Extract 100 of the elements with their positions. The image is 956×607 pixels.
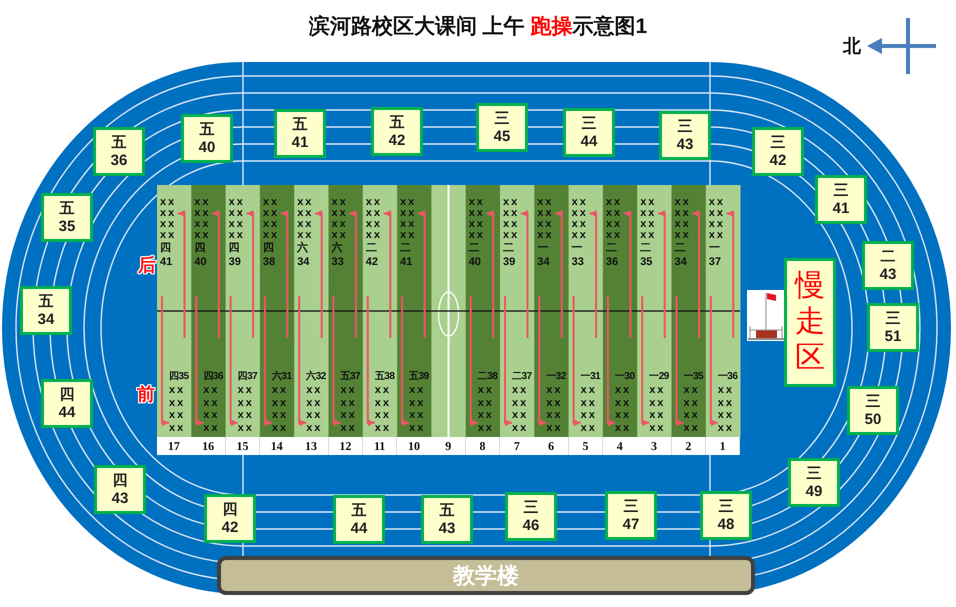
column-number-cell: 11 [362,437,398,455]
formation-marks: xx xx xx xx [332,197,349,241]
class-box: 三51 [867,303,919,352]
formation-marks: xx xx xx xx [272,384,290,434]
class-label: 一36 [718,370,738,383]
class-label: 二40 [468,241,482,269]
route-arrow [692,210,700,338]
route-arrow [658,210,666,338]
formation-marks: xx xx xx xx [238,384,255,434]
route-arrow [470,296,478,426]
class-label: 二37 [512,370,532,383]
class-label: 五38 [374,370,394,383]
formation-marks: xx xx xx xx [708,197,726,241]
class-box: 三49 [788,458,840,507]
class-box: 三44 [563,108,615,157]
formation-marks: xx xx xx xx [228,197,246,241]
class-label: 六34 [297,241,310,269]
class-label: 四36 [203,370,223,383]
formation-marks: xx xx xx xx [606,197,624,241]
route-arrow [710,296,718,426]
formation-marks: xx xx xx xx [468,197,486,241]
class-label: 四35 [169,370,189,383]
route-arrow [195,296,204,426]
class-box: 三47 [605,491,657,540]
class-box: 五43 [421,495,473,544]
formation-marks: xx xx xx xx [478,384,495,434]
route-arrow [332,296,340,426]
formation-marks: xx xx xx xx [409,384,426,434]
route-arrow [298,296,306,426]
column-number-cell: 4 [602,437,638,455]
formation-marks: xx xx xx xx [306,384,324,434]
class-box: 五42 [371,107,423,156]
column-number-cell: 2 [672,437,706,455]
class-box: 四44 [41,379,93,428]
building-box: 教学楼 [217,556,755,595]
column-number-cell: 8 [466,437,500,455]
route-arrow [486,210,494,338]
column-number-cell: 16 [191,437,226,455]
formation-marks: xx xx xx xx [640,197,658,241]
column-number-cell: 13 [294,437,329,455]
class-label: 六31 [272,370,292,383]
route-arrow [572,296,581,426]
class-label: 四39 [228,241,242,269]
class-box: 五35 [41,193,93,242]
route-arrow [401,296,410,426]
formation-marks: xx xx xx xx [580,384,598,434]
class-label: 四41 [160,241,174,269]
class-box: 五40 [181,114,233,163]
formation-marks: xx xx xx xx [674,197,692,241]
zone-box: 慢走区 [784,258,836,387]
class-label: 二34 [674,241,688,269]
route-arrow [178,210,186,338]
class-label: 一35 [684,370,704,383]
class-box: 三50 [847,386,899,435]
route-arrow [555,210,563,338]
class-box: 四43 [94,465,146,514]
route-arrow [230,296,238,426]
route-arrow [590,210,598,338]
class-label: 四40 [194,241,208,269]
formation-marks: xx xx xx xx [169,384,186,434]
column-number-cell: 7 [500,437,535,455]
class-label: 四38 [262,241,276,269]
formation-marks: xx xx xx xx [503,197,520,241]
route-arrow [418,210,426,338]
column-number-cell: 10 [397,437,432,455]
class-label: 二36 [606,241,620,269]
class-label: 二35 [640,241,654,269]
class-box: 五36 [93,127,145,176]
class-label: 四37 [238,370,258,383]
formation-marks: xx xx xx xx [297,197,314,241]
route-arrow [212,210,220,338]
route-arrow [641,296,650,426]
title: 滨河路校区大课间 上午 跑操示意图1 [308,14,648,40]
class-label: 一37 [708,241,722,269]
column-number-cell: 6 [534,437,569,455]
route-arrow [504,296,512,426]
class-label: 五39 [409,370,429,383]
class-box: 五34 [20,286,72,335]
formation-marks: xx xx xx xx [340,384,358,434]
class-box: 三43 [659,111,711,160]
class-label: 二39 [503,241,516,269]
formation-marks: xx xx xx xx [400,197,418,241]
north-label: 北 [843,36,861,56]
column-number-cell: 3 [637,437,672,455]
class-box: 三45 [476,103,528,152]
route-arrow [538,296,546,426]
class-label: 一31 [580,370,600,383]
formation-marks: xx xx xx xx [194,197,212,241]
class-label: 五37 [340,370,360,383]
class-box: 三42 [752,127,804,176]
column-number-cell: 17 [157,437,192,455]
column-number-cell: 14 [260,437,295,455]
class-box: 五41 [274,109,326,158]
column-number-cell: 15 [226,437,260,455]
route-arrow [521,210,528,338]
route-arrow [315,210,323,338]
class-label: 一30 [614,370,635,383]
formation-marks: xx xx xx xx [614,384,632,434]
route-arrow [624,210,632,338]
class-label: 一33 [572,241,585,269]
